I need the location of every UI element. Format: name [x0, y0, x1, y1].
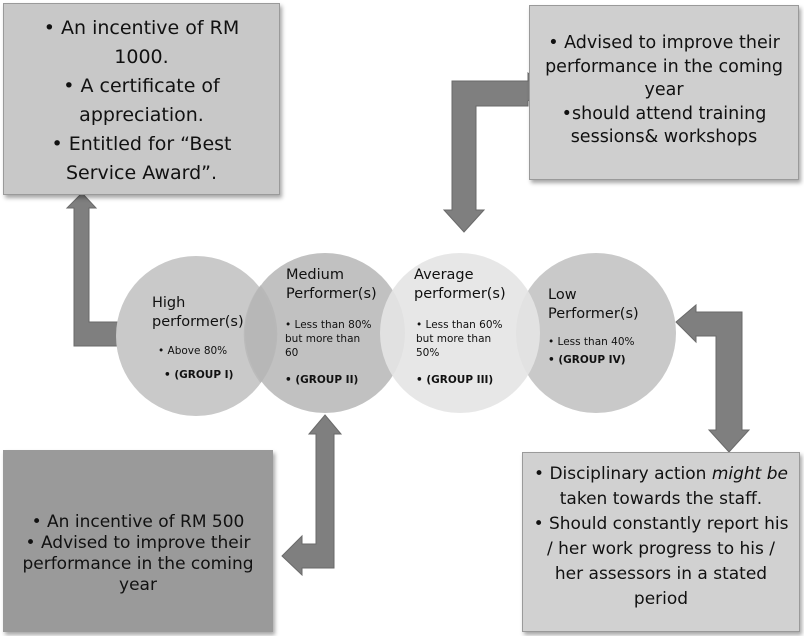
circle-item: • (GROUP IV)	[548, 354, 626, 366]
low-performer-actions-box: • Disciplinary action might be taken tow…	[522, 452, 800, 632]
box-line: • An incentive of RM 500	[31, 512, 245, 532]
box-line: / her work progress to his /	[546, 539, 776, 559]
item-line: 60	[285, 347, 299, 359]
label-line: High	[152, 295, 186, 311]
box-line: • Should constantly report his	[533, 514, 789, 534]
connector-arrow-medium	[281, 414, 343, 577]
box-line: • Disciplinary action might be	[531, 462, 791, 487]
box-text: • Disciplinary action	[534, 464, 712, 484]
item-line: • Less than 60%	[416, 319, 503, 331]
circle-label-high: High performer(s)	[152, 294, 244, 332]
item-line: 50%	[416, 347, 440, 359]
circle-label-medium: Medium Performer(s)	[286, 266, 377, 304]
box-line: •should attend training	[561, 103, 767, 124]
label-line: Performer(s)	[286, 286, 377, 302]
box-line: performance in the coming	[545, 56, 783, 77]
circle-item: • Above 80%	[158, 345, 228, 357]
circle-item: • (GROUP II)	[285, 374, 359, 386]
box-line: her assessors in a stated	[554, 564, 768, 584]
circle-average-performer	[380, 253, 540, 413]
box-line: period	[633, 589, 689, 609]
circle-low-performer	[516, 253, 676, 413]
box-line: sessions& workshops	[570, 127, 758, 147]
box-line: • Entitled for “Best	[51, 133, 232, 155]
circle-item-medium: • Less than 80% but more than 60	[285, 318, 371, 360]
circle-item: • Less than 40%	[548, 336, 635, 348]
box-line: year	[644, 80, 684, 100]
label-line: Average	[414, 267, 474, 283]
label-line: Performer(s)	[548, 306, 639, 322]
label-line: Low	[548, 287, 577, 303]
overlap-high-medium	[243, 285, 278, 383]
circle-item: • (GROUP III)	[416, 374, 494, 386]
item-line: • Less than 80%	[285, 319, 372, 331]
box-line: • Advised to improve their	[548, 33, 780, 53]
box-line: • A certificate of	[63, 75, 220, 97]
average-performer-actions-box: • Advised to improve their performance i…	[529, 5, 799, 180]
circle-item-average: • Less than 60% but more than 50%	[416, 318, 502, 360]
box-line: performance in the coming year	[22, 554, 254, 595]
circle-high-performer	[116, 256, 276, 416]
high-performer-rewards-box: • An incentive of RM 1000. • A certifica…	[3, 3, 280, 195]
circle-label-average: Average performer(s)	[414, 266, 506, 304]
label-line: Medium	[286, 267, 344, 283]
medium-performer-rewards-box: • An incentive of RM 500 • Advised to im…	[3, 450, 273, 632]
label-line: performer(s)	[414, 286, 506, 302]
connector-arrow-average	[442, 71, 547, 233]
item-line: but more than	[285, 333, 361, 345]
circle-label-low: Low Performer(s)	[548, 286, 639, 324]
item-line: but more than	[416, 333, 492, 345]
connector-arrow-low	[675, 303, 751, 453]
emphasis-text: might be	[711, 464, 788, 484]
box-line: taken towards the staff.	[559, 489, 763, 509]
label-line: performer(s)	[152, 314, 244, 330]
box-line: appreciation.	[79, 104, 204, 126]
box-line: Service Award”.	[65, 162, 218, 184]
circle-medium-performer	[245, 253, 405, 413]
circle-item: • (GROUP I)	[164, 369, 234, 381]
box-line: • Advised to improve their	[25, 533, 251, 553]
box-line: • An incentive of RM 1000.	[43, 17, 240, 68]
